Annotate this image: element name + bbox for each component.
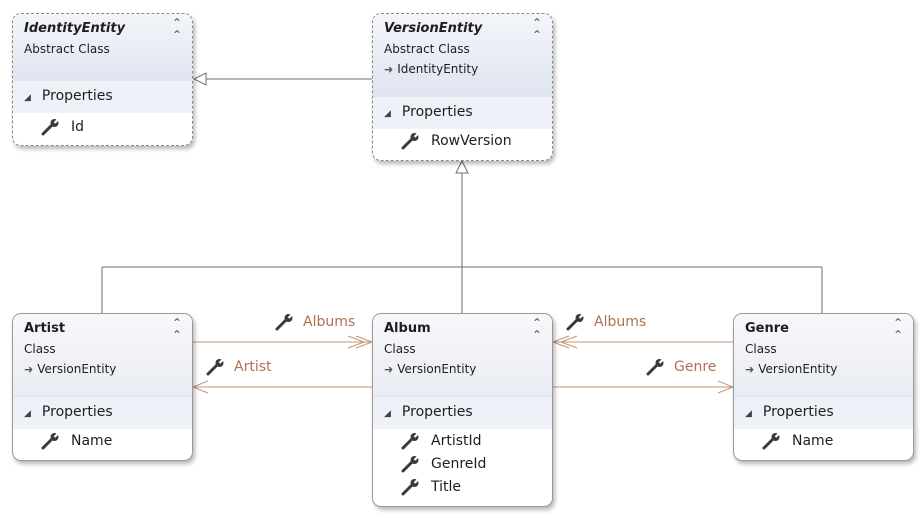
property-name: Id xyxy=(71,119,85,135)
section-label: Properties xyxy=(401,104,473,120)
class-name: IdentityEntity xyxy=(24,21,126,36)
association-artist-albums xyxy=(193,335,374,349)
class-identity-entity[interactable]: IdentityEntity Abstract Class ⌃⌃ ◢ Proper… xyxy=(12,13,193,146)
class-header: Album Class ➜VersionEntity ⌃⌃ xyxy=(373,314,552,396)
association-label-album-artist[interactable]: Artist xyxy=(206,358,272,376)
property-name: ArtistId xyxy=(431,433,482,449)
class-name: Genre xyxy=(745,321,789,336)
section-label: Properties xyxy=(401,404,473,420)
wrench-icon xyxy=(41,118,59,136)
base-class-name: VersionEntity xyxy=(758,362,838,376)
class-header: Artist Class ➜VersionEntity ⌃⌃ xyxy=(13,314,192,396)
wrench-icon xyxy=(566,313,584,331)
section-label: Properties xyxy=(41,404,113,420)
property-name: Title xyxy=(431,479,462,495)
association-label-genre-albums[interactable]: Albums xyxy=(566,313,646,331)
section-label: Properties xyxy=(762,404,834,420)
wrench-icon xyxy=(401,432,419,450)
expand-triangle-icon: ◢ xyxy=(384,109,391,119)
property-row[interactable]: Title xyxy=(373,476,552,499)
association-genre-albums xyxy=(551,335,733,349)
properties-section-header[interactable]: ◢ Properties xyxy=(13,80,192,113)
expand-triangle-icon: ◢ xyxy=(24,93,31,103)
association-label-artist-albums[interactable]: Albums xyxy=(275,313,355,331)
class-name: VersionEntity xyxy=(384,21,483,36)
class-album[interactable]: Album Class ➜VersionEntity ⌃⌃ ◢ Propertie… xyxy=(372,313,553,507)
class-version-entity[interactable]: VersionEntity Abstract Class ➜IdentityEn… xyxy=(372,13,553,161)
class-genre[interactable]: Genre Class ➜VersionEntity ⌃⌃ ◢ Propertie… xyxy=(733,313,914,461)
base-class-name: VersionEntity xyxy=(397,362,477,376)
association-label-album-genre[interactable]: Genre xyxy=(646,358,716,376)
collapse-icon[interactable]: ⌃⌃ xyxy=(171,316,182,342)
expand-triangle-icon: ◢ xyxy=(745,409,752,419)
wrench-icon xyxy=(762,432,780,450)
inheritance-version-to-identity xyxy=(192,72,373,86)
inherits-arrow-icon: ➜ xyxy=(745,363,755,376)
property-row[interactable]: ArtistId xyxy=(373,429,552,453)
role-name: Genre xyxy=(674,359,717,375)
class-kind: Class xyxy=(24,342,56,356)
wrench-icon xyxy=(401,478,419,496)
expand-triangle-icon: ◢ xyxy=(24,409,31,419)
class-header: VersionEntity Abstract Class ➜IdentityEn… xyxy=(373,14,552,96)
class-kind: Abstract Class xyxy=(24,42,110,56)
class-kind: Class xyxy=(745,342,777,356)
properties-section-header[interactable]: ◢ Properties xyxy=(734,396,913,429)
class-kind: Class xyxy=(384,342,416,356)
collapse-icon[interactable]: ⌃⌃ xyxy=(892,316,903,342)
role-name: Artist xyxy=(234,359,272,375)
inherits-arrow-icon: ➜ xyxy=(24,363,34,376)
class-header: IdentityEntity Abstract Class ⌃⌃ xyxy=(13,14,192,80)
properties-section-header[interactable]: ◢ Properties xyxy=(13,396,192,429)
property-name: Name xyxy=(792,433,834,449)
properties-section-header[interactable]: ◢ Properties xyxy=(373,396,552,429)
property-row[interactable]: RowVersion xyxy=(373,129,552,153)
property-name: GenreId xyxy=(431,456,487,472)
class-name: Artist xyxy=(24,321,66,336)
role-name: Albums xyxy=(594,314,647,330)
property-name: Name xyxy=(71,433,113,449)
base-class: ➜IdentityEntity xyxy=(384,61,542,78)
inherits-arrow-icon: ➜ xyxy=(384,63,394,76)
collapse-icon[interactable]: ⌃⌃ xyxy=(171,16,182,42)
wrench-icon xyxy=(401,455,419,473)
association-album-artist xyxy=(191,380,372,394)
wrench-icon xyxy=(41,432,59,450)
base-class: ➜VersionEntity xyxy=(745,361,903,378)
property-row[interactable]: Name xyxy=(13,429,192,453)
base-class-name: VersionEntity xyxy=(37,362,117,376)
property-row[interactable]: Name xyxy=(734,429,913,453)
collapse-icon[interactable]: ⌃⌃ xyxy=(531,316,542,342)
inherits-arrow-icon: ➜ xyxy=(384,363,394,376)
wrench-icon xyxy=(646,358,664,376)
class-artist[interactable]: Artist Class ➜VersionEntity ⌃⌃ ◢ Properti… xyxy=(12,313,193,461)
wrench-icon xyxy=(275,313,293,331)
inheritance-classes-to-version xyxy=(101,159,823,313)
base-class: ➜VersionEntity xyxy=(24,361,182,378)
property-row[interactable]: GenreId xyxy=(373,453,552,476)
class-name: Album xyxy=(384,321,431,336)
wrench-icon xyxy=(401,132,419,150)
role-name: Albums xyxy=(303,314,356,330)
base-class-name: IdentityEntity xyxy=(397,62,479,76)
class-header: Genre Class ➜VersionEntity ⌃⌃ xyxy=(734,314,913,396)
section-label: Properties xyxy=(41,88,113,104)
expand-triangle-icon: ◢ xyxy=(384,409,391,419)
property-row[interactable]: Id xyxy=(13,113,192,139)
property-name: RowVersion xyxy=(431,133,512,149)
base-class: ➜VersionEntity xyxy=(384,361,542,378)
wrench-icon xyxy=(206,358,224,376)
properties-section-header[interactable]: ◢ Properties xyxy=(373,96,552,129)
association-album-genre xyxy=(553,380,735,394)
collapse-icon[interactable]: ⌃⌃ xyxy=(531,16,542,42)
class-kind: Abstract Class xyxy=(384,42,470,56)
